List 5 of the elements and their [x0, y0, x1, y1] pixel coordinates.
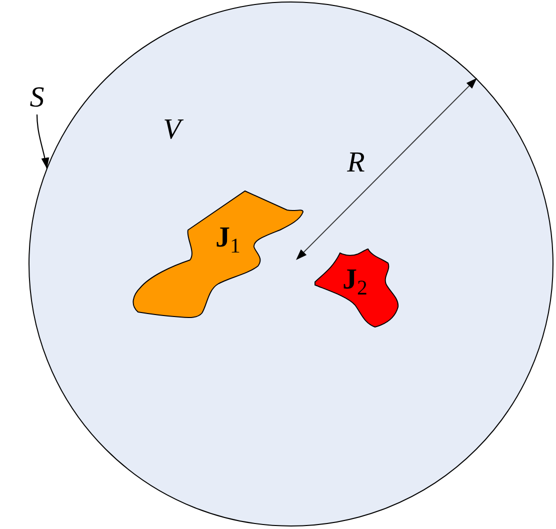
current-label: J$_{2}$	[342, 266, 368, 298]
current-label: J$_{1}$	[216, 224, 240, 256]
surface-label: S	[30, 84, 44, 112]
leader-arrow	[36, 114, 49, 169]
dimension-label: R	[347, 148, 365, 178]
